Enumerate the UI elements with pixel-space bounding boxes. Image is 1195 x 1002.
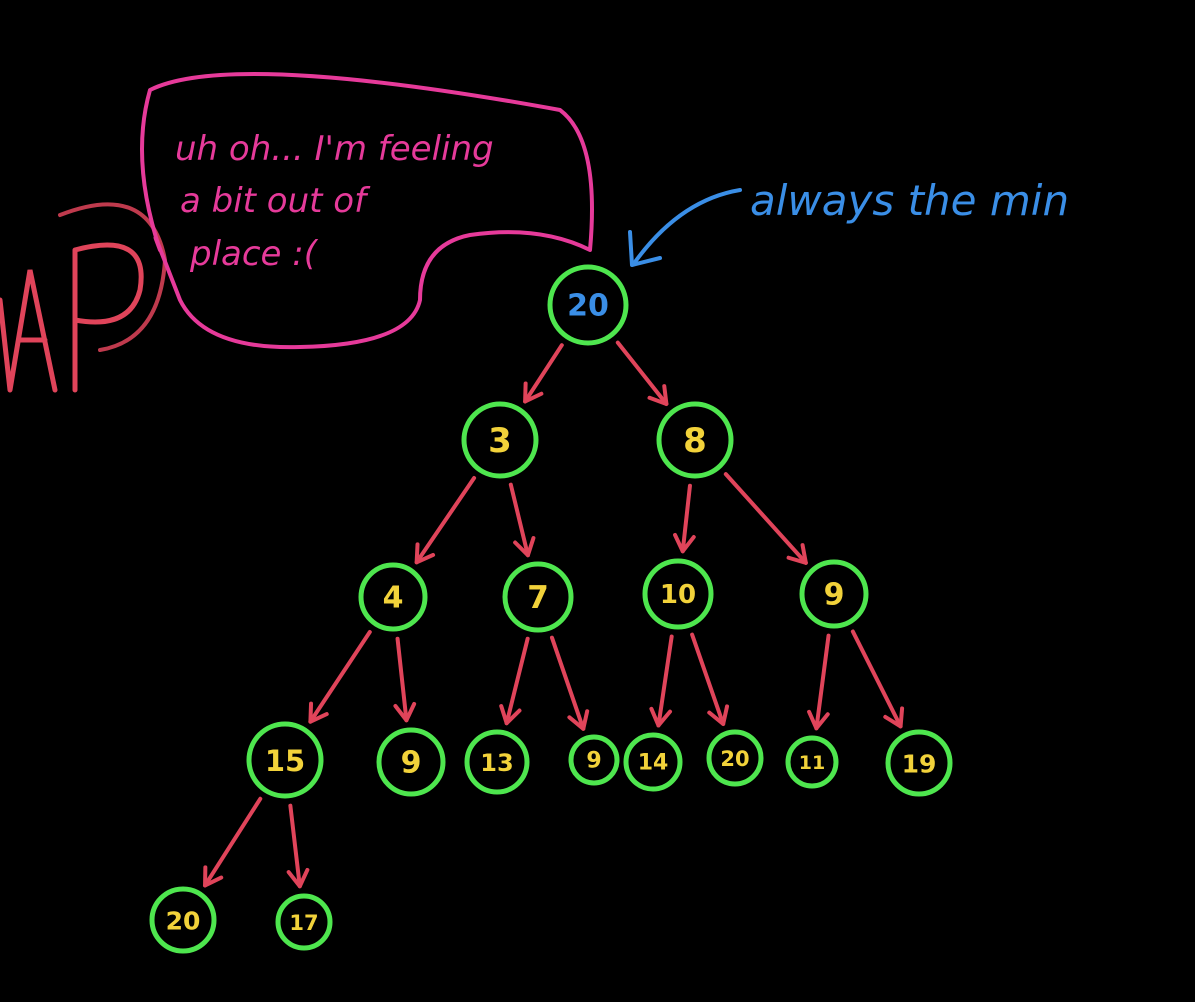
tree-node-label: 10 [660, 580, 696, 610]
tree-node: 9 [568, 734, 620, 786]
tree-node: 20 [547, 264, 629, 346]
tree-node: 9 [376, 727, 446, 797]
tree-node-circle [656, 401, 734, 479]
tree-edge-n0-n2 [615, 340, 669, 406]
speech-bubble-line-2: a bit out of [180, 181, 371, 221]
tree-edge-n3-n8 [395, 636, 409, 723]
tree-edges [203, 340, 905, 889]
tree-node: 13 [464, 729, 530, 795]
speech-bubble-line-1: uh oh... I'm feeling [175, 129, 494, 169]
tree-edge-n1-n4 [508, 482, 530, 558]
tree-edge-arrowhead-n4-n10 [567, 709, 590, 731]
tree-node: 9 [799, 559, 869, 629]
tree-node-label: 4 [383, 581, 404, 616]
tree-edge-n7-n16 [288, 803, 302, 889]
tree-node-label: 9 [824, 578, 845, 613]
annotation-arrowhead [628, 230, 662, 267]
tree-node-label: 9 [586, 749, 601, 774]
tree-edge-n6-n13 [814, 633, 831, 731]
tree-node-label: 7 [527, 580, 549, 616]
tree-edge-arrowhead-n2-n6 [786, 543, 808, 565]
tree-node-circle [785, 735, 839, 789]
tree-edge-n3-n7 [308, 630, 372, 724]
tree-node: 10 [642, 558, 714, 630]
speech-bubble: uh oh... I'm feeling a bit out of place … [140, 72, 594, 350]
tree-edge-arrowhead-n0-n1 [523, 381, 544, 404]
tree-edge-arrowhead-n2-n5 [673, 532, 696, 554]
tree-node-label: 11 [799, 752, 825, 774]
tree-edge-arrowhead-n4-n9 [499, 704, 522, 726]
tree-edge-arrowhead-n1-n3 [414, 542, 436, 565]
tree-edge-arrowhead-n1-n4 [513, 536, 536, 558]
tree-edge-arrowhead-n0-n2 [647, 384, 669, 406]
tree-node-label: 9 [401, 746, 422, 781]
tree-node-label: 19 [902, 750, 937, 779]
tree-node: 19 [885, 729, 953, 797]
tree-edge-arrowhead-n7-n15 [203, 865, 224, 888]
tree-node: 14 [623, 732, 683, 792]
tree-edge-arrowhead-n7-n16 [286, 867, 310, 889]
tree-edge-arrowhead-n5-n11 [649, 706, 673, 728]
tree-node-label: 17 [289, 911, 318, 935]
tree-node-circle [376, 727, 446, 797]
tree-edge-n7-n15 [203, 796, 263, 888]
tree-edge-n0-n1 [523, 343, 564, 404]
tree-node-circle [568, 734, 620, 786]
tree-node: 15 [246, 721, 324, 799]
tree-edge-arrowhead-n5-n12 [707, 704, 730, 726]
tree-node-label: 8 [683, 421, 707, 461]
tree-node-circle [547, 264, 629, 346]
tree-node-label: 20 [720, 747, 749, 771]
tree-node-label: 15 [265, 744, 305, 778]
tree-edge-n4-n9 [504, 636, 530, 726]
tree-node-circle [642, 558, 714, 630]
tree-node-circle [464, 729, 530, 795]
tree-node-circle [246, 721, 324, 799]
tree-edge-n5-n11 [656, 634, 674, 728]
tree-node-circle [461, 401, 539, 479]
tree-node-circle [358, 562, 428, 632]
tree-node-circle [623, 732, 683, 792]
tree-node: 11 [785, 735, 839, 789]
min-annotation: always the min [628, 176, 1069, 267]
tree-node: 7 [502, 561, 574, 633]
tree-edge-arrowhead-n3-n8 [393, 701, 417, 723]
tree-edge-arrowhead-n6-n14 [883, 706, 905, 729]
tree-edge-n6-n14 [850, 629, 903, 729]
tree-edge-arrowhead-n6-n13 [807, 709, 830, 731]
tree-node: 3 [461, 401, 539, 479]
tree-edge-n5-n12 [690, 632, 726, 726]
tree-edge-n2-n5 [680, 483, 692, 554]
tree-node-label: 13 [480, 749, 513, 777]
tree-node-circle [502, 561, 574, 633]
tree-nodes: 20 3 8 4 7 10 9 15 9 13 9 14 20 11 19 20 17 [149, 264, 953, 954]
annotation-arrow [633, 188, 742, 264]
tree-node-label: 3 [488, 421, 512, 461]
tree-node: 20 [706, 729, 764, 787]
speech-bubble-line-3: place :( [189, 234, 319, 274]
tree-node-label: 14 [638, 751, 669, 776]
tree-node-circle [149, 886, 217, 954]
heap-title-letters: AP [0, 202, 168, 393]
speech-bubble-outline [140, 72, 594, 350]
annotation-text: always the min [750, 176, 1069, 225]
tree-node-circle [885, 729, 953, 797]
tree-node: 4 [358, 562, 428, 632]
tree-node-circle [799, 559, 869, 629]
root-node-label: 20 [567, 289, 609, 324]
tree-edge-arrowhead-n3-n7 [308, 701, 329, 724]
tree-edge-n4-n10 [549, 635, 586, 731]
tree-node-label: 20 [166, 907, 201, 936]
tree-edge-n1-n3 [414, 476, 477, 565]
tree-node: 17 [275, 893, 333, 951]
tree-node-circle [706, 729, 764, 787]
tree-node: 20 [149, 886, 217, 954]
tree-node: 8 [656, 401, 734, 479]
tree-edge-n2-n6 [723, 472, 808, 565]
tree-node-circle [275, 893, 333, 951]
